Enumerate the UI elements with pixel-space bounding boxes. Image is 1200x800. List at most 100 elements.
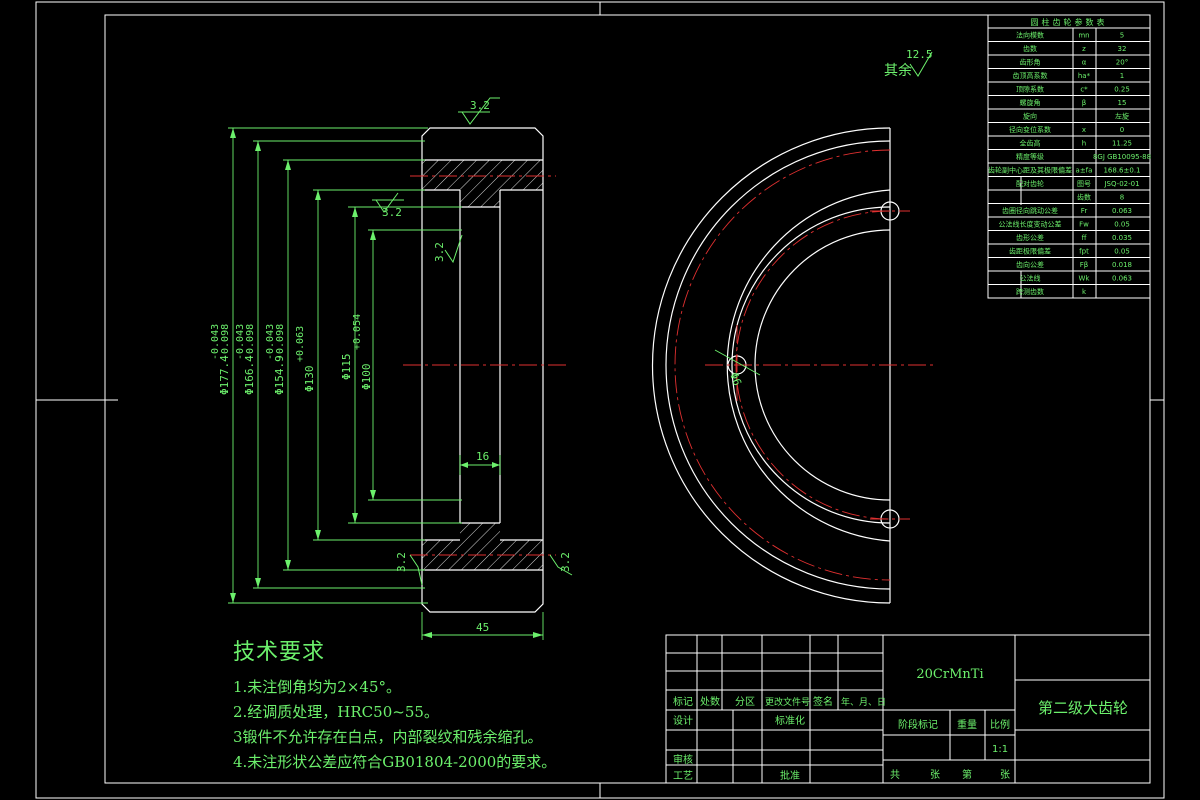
part-name-label: 第二级大齿轮 <box>1038 699 1128 717</box>
param-symbol: 图号 <box>1077 180 1091 188</box>
tb-sheet-unit2: 张 <box>1000 769 1010 781</box>
dia-d4: Φ130 <box>303 366 316 393</box>
tb-standard: 标准化 <box>775 714 805 727</box>
tech-req-line: 4.未注形状公差应符合GB01804-2000的要求。 <box>233 753 557 771</box>
param-value: 0.05 <box>1114 248 1130 256</box>
tb-sheet-unit: 张 <box>930 769 940 781</box>
param-name: 跨测齿数 <box>1016 287 1044 296</box>
param-symbol: 齿数 <box>1077 193 1091 202</box>
param-symbol: a±fa <box>1076 167 1093 175</box>
dia-d3-tol-bot: -0.098 <box>275 324 286 360</box>
hole-dia-label: Φ6 <box>727 371 744 388</box>
tech-req-title: 技术要求 <box>233 640 326 665</box>
tb-col-zone: 分区 <box>735 696 755 708</box>
tb-process: 工艺 <box>673 770 693 782</box>
param-symbol: h <box>1082 140 1086 148</box>
param-symbol: α <box>1082 59 1087 67</box>
dia-d4-tol: +0.063 <box>295 326 306 362</box>
param-name: 配对齿轮 <box>1016 179 1044 188</box>
param-value: 0.063 <box>1112 275 1132 283</box>
dia-d1-tol-bot: -0.098 <box>220 324 231 360</box>
tb-col-count: 处数 <box>700 695 720 708</box>
tb-col-doc: 更改文件号 <box>765 696 810 708</box>
param-name: 精度等级 <box>1016 152 1044 161</box>
param-name: 公法线长度变动公差 <box>999 220 1062 229</box>
param-value: 0.018 <box>1112 261 1132 269</box>
title-block <box>665 634 1151 784</box>
tb-weight: 重量 <box>957 718 977 731</box>
param-symbol: Fβ <box>1080 261 1089 269</box>
dia-d3: Φ154.9 <box>273 355 286 395</box>
param-name: 公法线 <box>1020 274 1041 283</box>
tech-req-line: 2.经调质处理，HRC50~55。 <box>233 703 439 721</box>
param-symbol: ha* <box>1078 72 1091 80</box>
tech-req-line: 3锻件不允许存在白点，内部裂纹和残余缩孔。 <box>233 728 543 746</box>
param-value: 8GJ GB10095-88 <box>1093 153 1151 161</box>
param-value: 8 <box>1120 194 1124 202</box>
face-width-label: 45 <box>476 621 489 634</box>
param-value: JSQ-02-01 <box>1103 180 1139 188</box>
tech-req-line: 1.未注倒角均为2×45°。 <box>233 678 402 696</box>
param-value: 0.063 <box>1112 207 1132 215</box>
other-roughness-value: 12.5 <box>906 48 933 61</box>
param-symbol: c* <box>1080 86 1088 94</box>
dia-d2-tol-bot: -0.098 <box>245 324 256 360</box>
dia-d3-tol-top: -0.043 <box>265 324 276 360</box>
param-name: 全齿高 <box>1020 139 1041 148</box>
param-name: 齿形角 <box>1020 58 1041 67</box>
param-name: 齿数 <box>1023 44 1037 53</box>
hub-width-label: 16 <box>476 450 489 463</box>
param-value: 0.035 <box>1112 234 1132 242</box>
param-symbol: fpt <box>1079 248 1089 256</box>
dia-d1: Φ177.4 <box>218 355 231 395</box>
param-name: 法向模数 <box>1016 31 1044 40</box>
param-name: 齿圈径向跳动公差 <box>1002 206 1058 215</box>
param-value: 11.25 <box>1112 140 1132 148</box>
param-value: 0.05 <box>1114 221 1130 229</box>
param-name: 齿顶高系数 <box>1013 71 1048 80</box>
dia-d6: Φ100 <box>360 364 373 391</box>
param-value: 0 <box>1120 126 1124 134</box>
params-table-title: 圆柱齿轮参数表 <box>1031 17 1108 27</box>
other-roughness-label: 其余 <box>884 62 912 79</box>
param-name: 齿轮副中心距及其极限偏差 <box>988 166 1072 175</box>
param-symbol: Fw <box>1079 221 1089 229</box>
dia-d1-tol-top: -0.043 <box>210 324 221 360</box>
roughness-top: 3.2 <box>470 99 490 112</box>
param-symbol: x <box>1082 126 1086 134</box>
param-symbol: Fr <box>1081 207 1088 215</box>
tb-design: 设计 <box>673 714 693 727</box>
param-name: 齿向公差 <box>1016 260 1044 269</box>
sheet-border <box>35 1 1165 799</box>
front-view <box>651 127 935 604</box>
tb-col-sign: 签名 <box>813 695 833 708</box>
param-symbol: ff <box>1082 234 1087 242</box>
section-view <box>228 97 573 640</box>
param-value: 32 <box>1118 45 1127 53</box>
tb-col-date: 年、月、日 <box>841 696 886 708</box>
dia-d2-tol-top: -0.043 <box>235 324 246 360</box>
other-roughness: 其余 12.5 <box>884 48 933 79</box>
tb-review: 审核 <box>673 753 693 766</box>
dia-d5: Φ115 <box>340 354 353 381</box>
roughness-bottom-right: 3.2 <box>559 552 572 572</box>
tb-col-mark: 标记 <box>673 696 693 708</box>
param-name: 螺旋角 <box>1020 98 1041 107</box>
section-hatch <box>422 160 543 570</box>
material-label: 20CrMnTi <box>916 667 983 682</box>
param-name: 顶隙系数 <box>1016 85 1044 94</box>
tb-sheet-no: 第 <box>962 768 972 781</box>
roughness-bottom-left: 3.2 <box>395 552 408 572</box>
roughness-bore: 3.2 <box>382 206 402 219</box>
tb-approve: 批准 <box>780 769 800 782</box>
param-value: 1 <box>1120 72 1124 80</box>
roughness-hub: 3.2 <box>433 242 446 262</box>
param-value: 20° <box>1116 59 1128 67</box>
tb-stage: 阶段标记 <box>898 718 938 731</box>
param-name: 旋向 <box>1023 112 1037 121</box>
tb-scale-value: 1:1 <box>992 744 1008 755</box>
dia-d5-tol: +0.054 <box>352 314 363 350</box>
param-name: 齿形公差 <box>1016 233 1044 242</box>
